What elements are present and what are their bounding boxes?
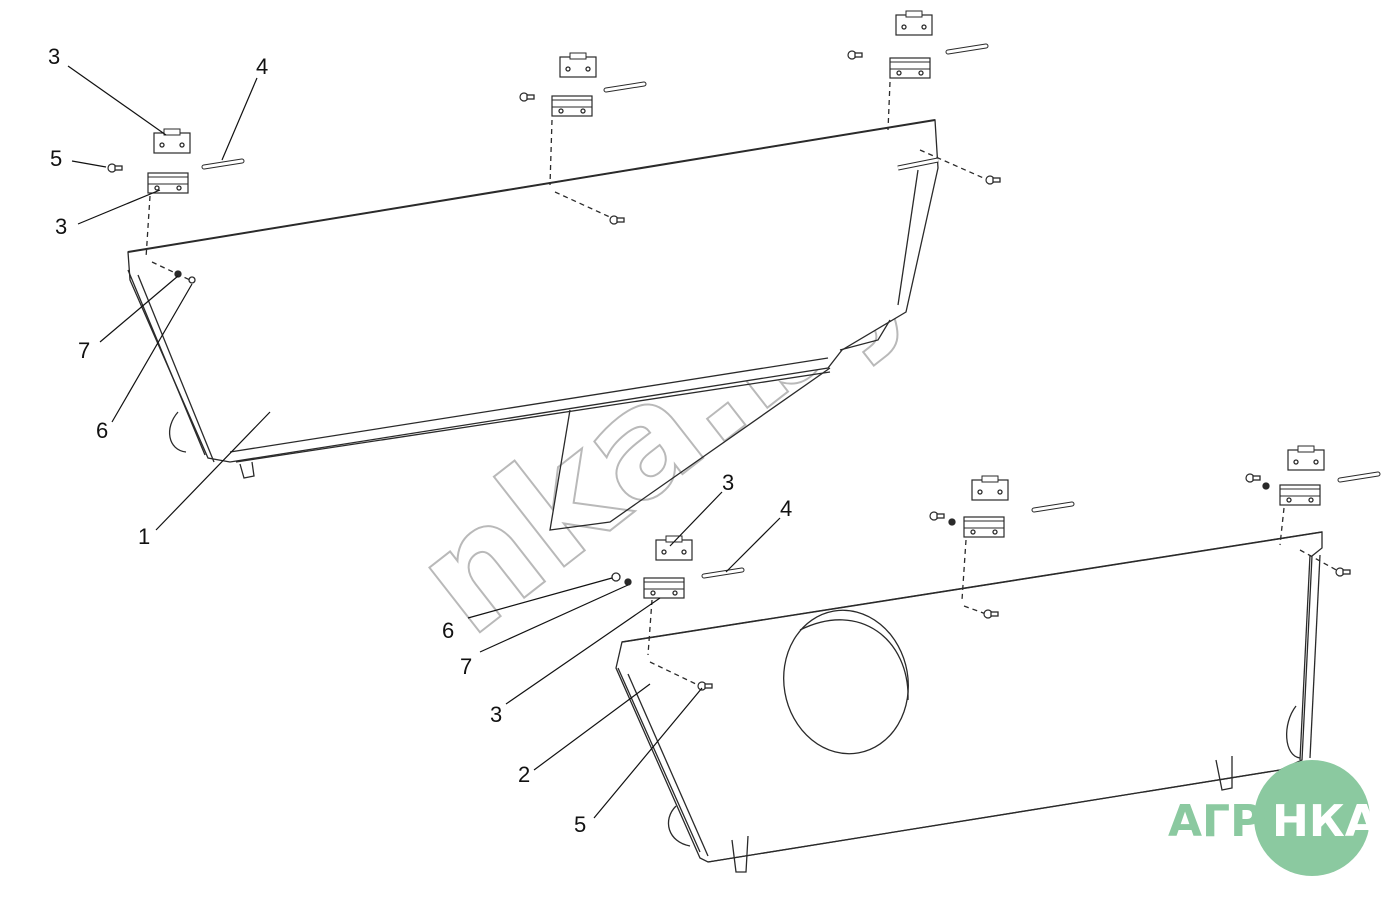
agronka-logo: АГРО НКА — [1168, 760, 1379, 876]
callout-bolt-bottom: 5 — [574, 812, 586, 837]
logo-circle — [1254, 760, 1370, 876]
callout-hinge-bottom: 3 — [722, 470, 734, 495]
top-right-hardware — [847, 10, 1001, 185]
callout-panel-1: 1 — [138, 524, 150, 549]
panel-assembly-1 — [107, 10, 1001, 531]
callout-pin-bottom: 4 — [780, 496, 792, 521]
callout-washer-bottom: 7 — [460, 654, 472, 679]
bottom-right-hardware — [1245, 445, 1378, 577]
bottom-middle-hardware — [929, 475, 1072, 619]
bottom-left-hardware — [611, 535, 742, 691]
panel-1 — [127, 119, 939, 531]
logo-right-text: НКА — [1272, 796, 1379, 847]
panel-assembly-2 — [611, 445, 1378, 873]
callout-hinge-top-lower: 3 — [55, 214, 67, 239]
top-middle-hardware — [519, 52, 644, 225]
callout-bolt-top: 5 — [50, 146, 62, 171]
callout-pin-top: 4 — [256, 54, 268, 79]
callout-hinge-bottom-lower: 3 — [490, 702, 502, 727]
callout-nut-top: 6 — [96, 418, 108, 443]
logo-left-text: АГРО — [1168, 796, 1300, 847]
callout-labels: 3 4 5 3 7 6 1 3 4 6 7 3 2 5 — [48, 44, 792, 837]
callout-panel-2: 2 — [518, 762, 530, 787]
callout-nut-bottom: 6 — [442, 618, 454, 643]
callout-washer-top: 7 — [78, 338, 90, 363]
panel-2 — [615, 531, 1323, 873]
callout-hinge-top: 3 — [48, 44, 60, 69]
leader-lines — [67, 65, 781, 819]
top-left-hardware — [107, 128, 242, 284]
